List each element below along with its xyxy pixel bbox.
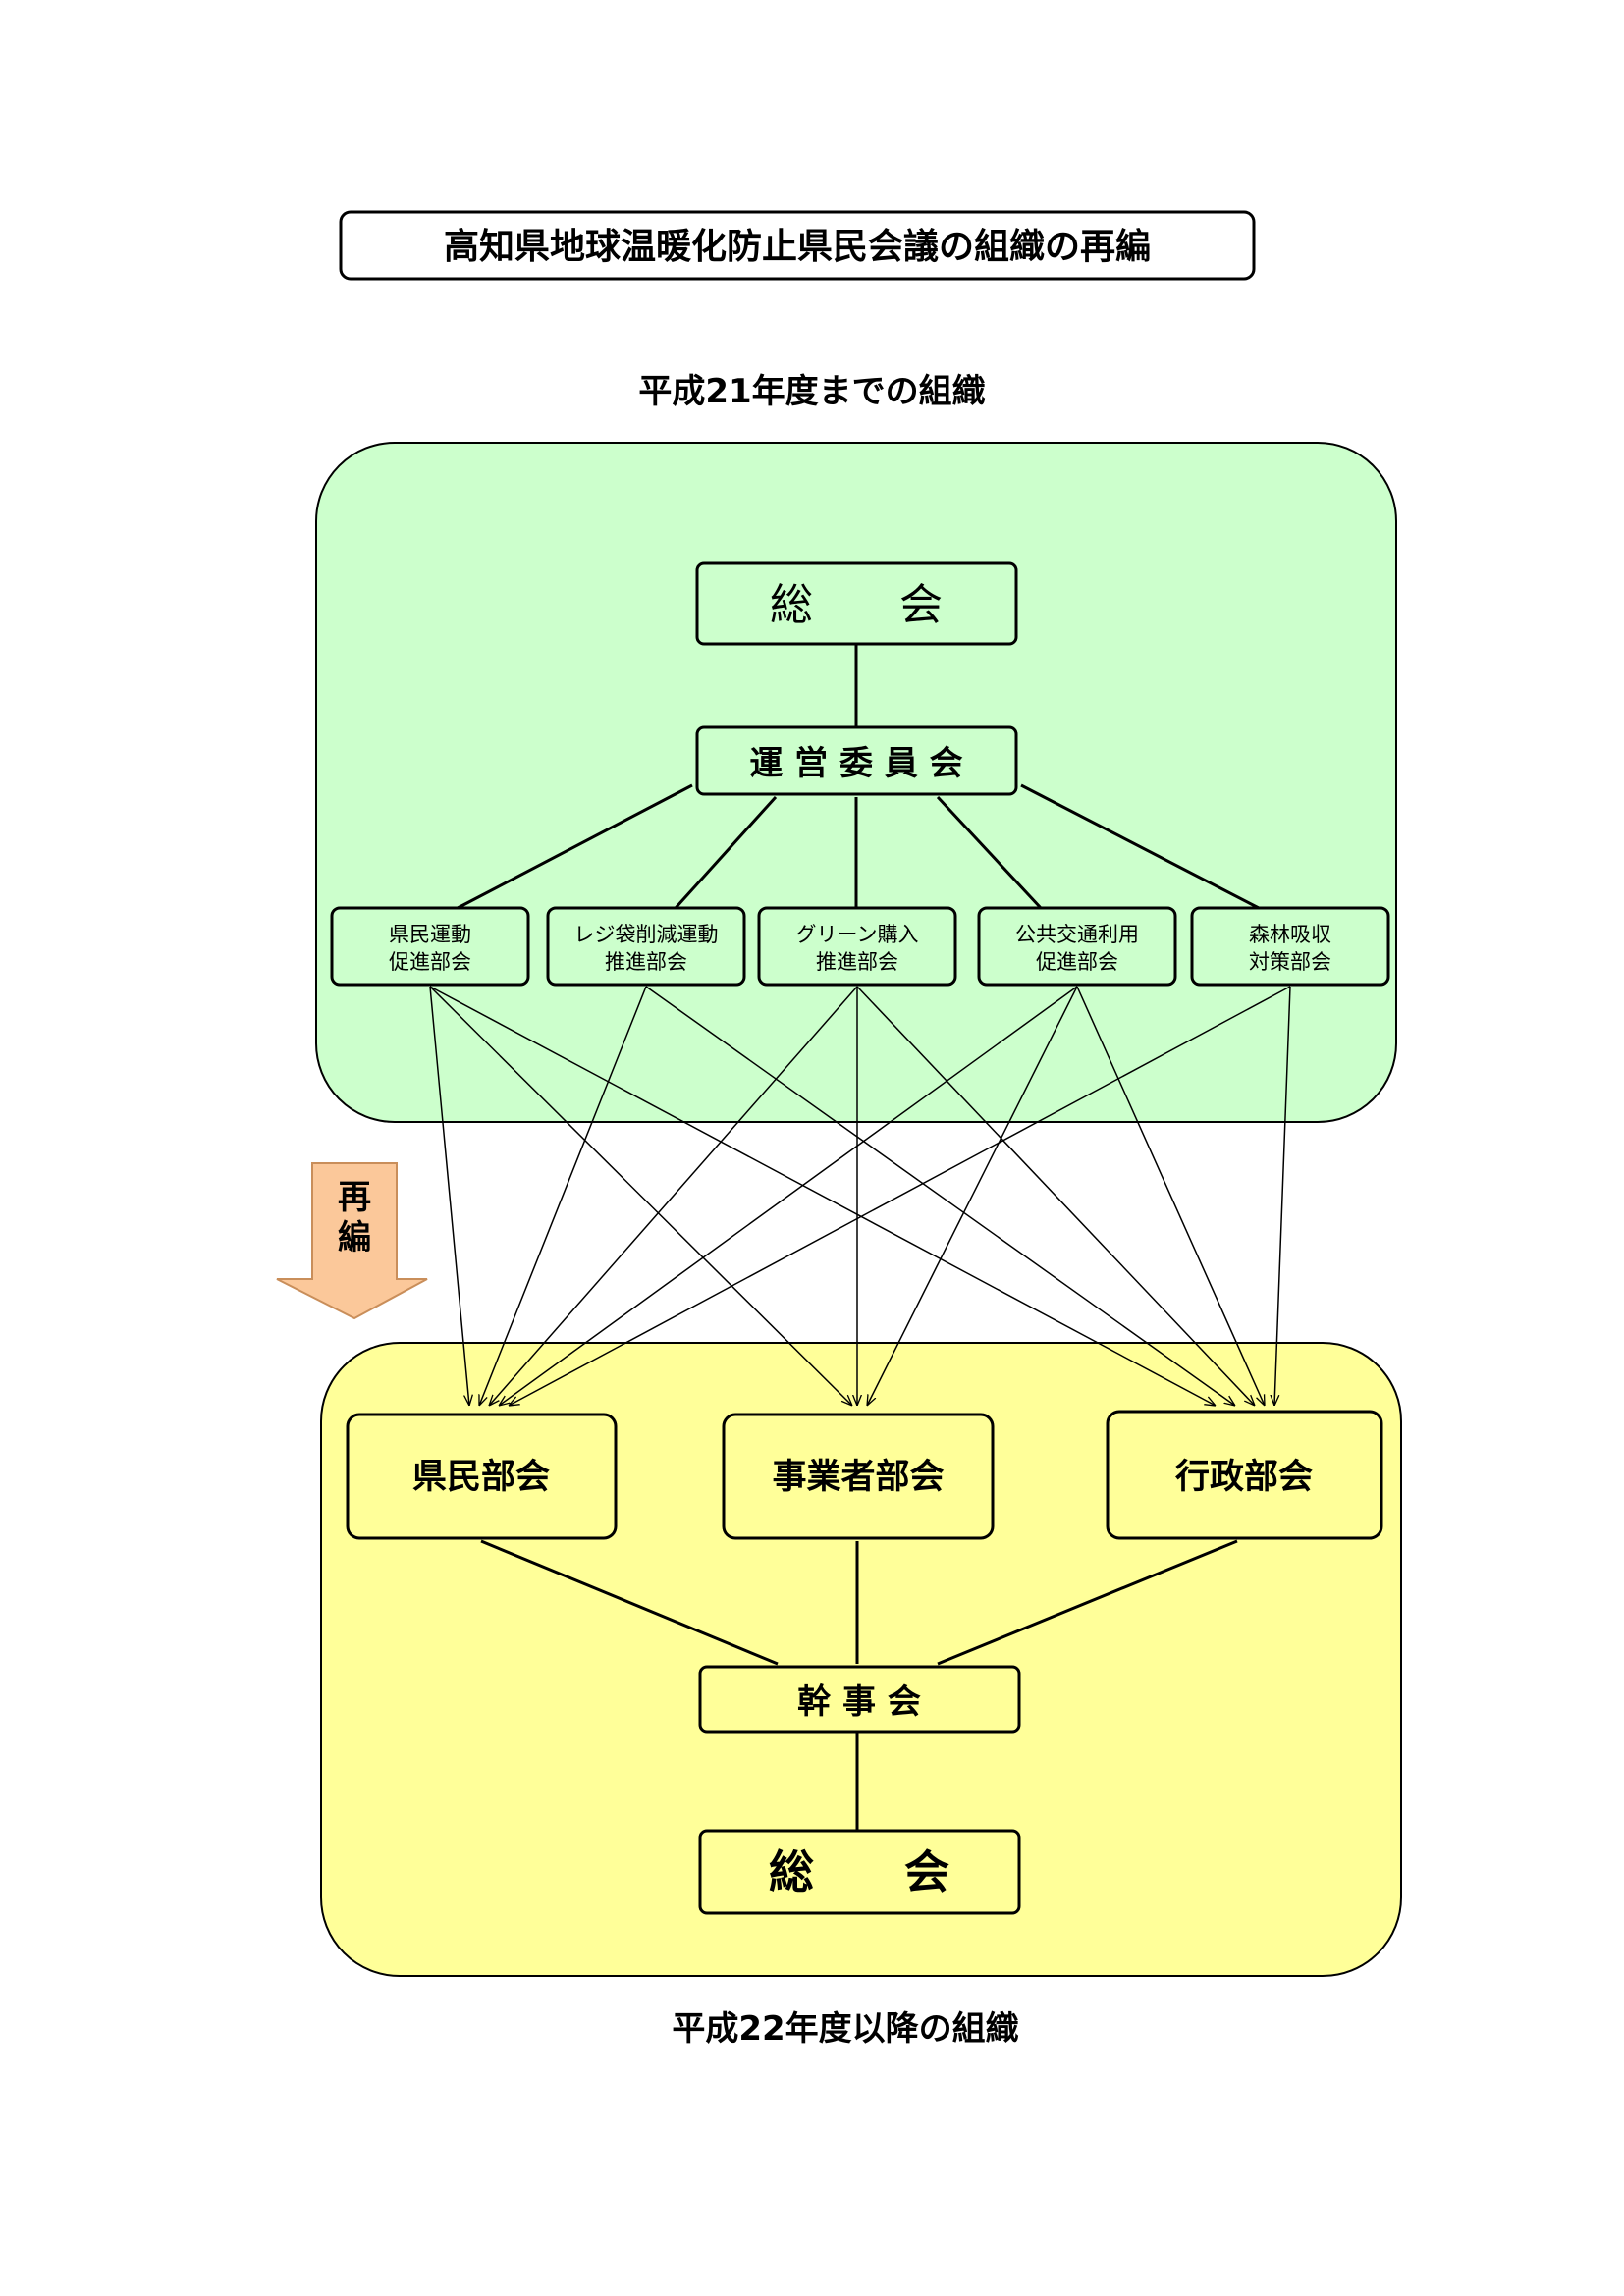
reorganize-arrow: 再 編	[276, 1162, 428, 1320]
old-subcommittee-5-line2: 対策部会	[1249, 950, 1331, 974]
reorganize-label-1: 再	[338, 1178, 371, 1217]
old-org-caption: 平成21年度までの組織	[638, 372, 985, 411]
reorganization-arrows	[429, 986, 1291, 1406]
old-subcommittee-3: グリーン購入 推進部会	[757, 906, 957, 987]
new-general-assembly-label: 総 会	[769, 1845, 949, 1898]
steering-committee-box: 運 営 委 員 会	[695, 725, 1018, 796]
new-subcommittee-government-label: 行政部会	[1175, 1458, 1313, 1497]
reorganize-label-2: 編	[338, 1218, 371, 1257]
old-general-assembly-box: 総 会	[695, 561, 1018, 646]
new-subcommittee-government: 行政部会	[1106, 1410, 1383, 1540]
old-subcommittee-5: 森林吸収 対策部会	[1190, 906, 1390, 987]
new-subcommittee-residents-label: 県民部会	[412, 1458, 550, 1497]
steering-committee-label: 運 営 委 員 会	[749, 744, 962, 783]
old-subcommittee-2: レジ袋削減運動 推進部会	[546, 906, 746, 987]
old-subcommittee-3-line2: 推進部会	[816, 950, 898, 974]
new-general-assembly-box: 総 会	[698, 1829, 1021, 1915]
title-box: 高知県地球温暖化防止県民会議の組織の再編	[339, 210, 1256, 281]
old-subcommittee-1-line1: 県民運動	[389, 923, 471, 946]
executive-committee-box: 幹 事 会	[698, 1665, 1021, 1734]
old-org-links	[457, 644, 1260, 910]
old-subcommittee-4-line1: 公共交通利用	[1015, 923, 1139, 946]
new-org-caption: 平成22年度以降の組織	[672, 2009, 1018, 2049]
new-subcommittee-businesses-label: 事業者部会	[772, 1458, 944, 1497]
old-subcommittee-2-line2: 推進部会	[605, 950, 687, 974]
old-general-assembly-label: 総 会	[770, 580, 943, 630]
old-subcommittee-1: 県民運動 促進部会	[330, 906, 530, 987]
old-subcommittee-1-line2: 促進部会	[389, 950, 471, 974]
new-org-links	[480, 1539, 1238, 1831]
old-subcommittee-3-line1: グリーン購入	[796, 923, 919, 946]
new-subcommittee-businesses: 事業者部会	[722, 1413, 995, 1540]
old-subcommittee-4-line2: 促進部会	[1036, 950, 1118, 974]
old-subcommittee-4: 公共交通利用 促進部会	[977, 906, 1177, 987]
new-subcommittee-residents: 県民部会	[346, 1413, 618, 1540]
page-title: 高知県地球温暖化防止県民会議の組織の再編	[444, 227, 1151, 267]
executive-committee-label: 幹 事 会	[797, 1682, 921, 1722]
old-subcommittee-2-line1: レジ袋削減運動	[574, 923, 719, 946]
old-subcommittee-5-line1: 森林吸収	[1249, 923, 1331, 946]
